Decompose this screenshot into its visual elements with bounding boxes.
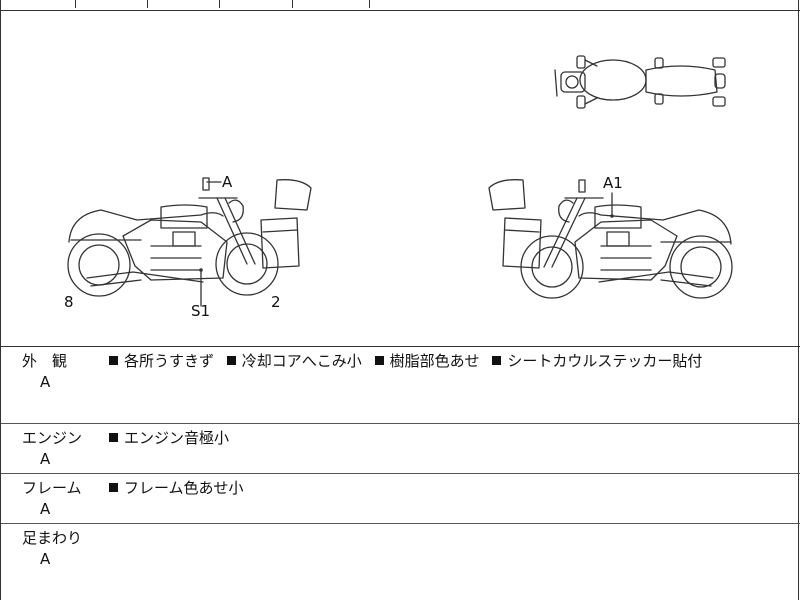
header-table-strip <box>1 0 800 11</box>
bullet-square-icon <box>226 356 236 365</box>
bullet-square-icon <box>374 356 384 365</box>
section-grade: A <box>40 373 51 391</box>
diagram-svg <box>67 55 733 307</box>
note-item: フレーム色あせ小 <box>124 479 244 497</box>
section-row-suspension: 足まわり A <box>1 523 800 600</box>
motorcycle-top-view <box>554 55 726 109</box>
marker-dot-s1 <box>199 268 203 272</box>
header-cell <box>219 0 293 8</box>
marker-8-label: 8 <box>64 293 74 311</box>
note-item: 各所うすきず <box>124 352 215 370</box>
marker-a1-label: A1 <box>603 174 623 192</box>
section-grade: A <box>40 550 51 568</box>
section-title: 外 観 <box>22 352 68 370</box>
motorcycle-damage-diagram: A S1 8 2 A1 <box>1 10 800 347</box>
section-row-frame: フレーム A フレーム色あせ小 <box>1 473 800 524</box>
header-cell <box>292 0 370 8</box>
bullet-square-icon <box>492 356 502 365</box>
marker-a-label: A <box>222 173 233 191</box>
marker-2-label: 2 <box>271 293 281 311</box>
section-grade: A <box>40 500 51 518</box>
header-cell <box>147 0 220 8</box>
section-row-engine: エンジン A エンジン音極小 <box>1 423 800 474</box>
marker-s1-label: S1 <box>191 302 211 320</box>
motorcycle-right-side-view <box>488 179 733 299</box>
section-notes: フレーム色あせ小 <box>109 477 252 498</box>
bullet-square-icon <box>109 433 118 442</box>
note-item: シートカウルステッカー貼付 <box>507 352 703 370</box>
section-title: 足まわり <box>22 529 83 547</box>
note-item: 樹脂部色あせ <box>389 352 480 370</box>
section-notes: エンジン音極小 <box>109 427 237 448</box>
note-item: エンジン音極小 <box>124 429 230 447</box>
section-grade: A <box>40 450 51 468</box>
header-cell <box>1 0 76 8</box>
section-title: フレーム <box>22 479 82 497</box>
bullet-square-icon <box>109 483 118 492</box>
section-row-exterior: 外 観 A 各所うすきず 冷却コアへこみ小 樹脂部色あせ シートカウルステッカー… <box>1 346 800 424</box>
section-notes: 各所うすきず 冷却コアへこみ小 樹脂部色あせ シートカウルステッカー貼付 <box>109 350 710 371</box>
bullet-square-icon <box>109 356 118 365</box>
header-cell <box>75 0 148 8</box>
section-title: エンジン <box>22 429 83 447</box>
marker-dot-a1 <box>610 214 614 218</box>
motorcycle-left-side-view <box>67 177 312 297</box>
note-item: 冷却コアへこみ小 <box>241 352 362 370</box>
